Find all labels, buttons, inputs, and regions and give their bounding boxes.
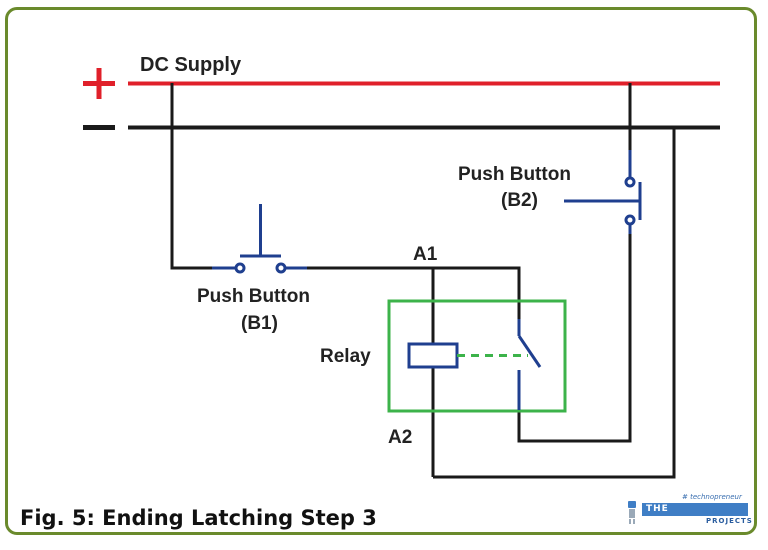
b1-name-label: Push Button	[197, 286, 310, 307]
plus-symbol	[83, 68, 115, 99]
dc-supply-label: DC Supply	[140, 54, 242, 76]
wires	[170, 83, 676, 479]
logo-subtitle: PROJECTS	[706, 517, 753, 525]
figure-frame	[5, 7, 757, 535]
a2-label: A2	[388, 427, 412, 448]
relay-label: Relay	[320, 346, 371, 367]
b1-id-label: (B1)	[241, 313, 278, 334]
relay-coil	[407, 342, 459, 369]
b2-id-label: (B2)	[501, 190, 538, 211]
push-button-b2	[564, 150, 642, 234]
logo-tagline: # technopreneur	[682, 493, 742, 501]
push-button-b1	[212, 204, 307, 274]
logo-name: THE ENGINEERING	[642, 503, 748, 527]
relay	[387, 299, 567, 413]
minus-symbol	[83, 125, 115, 130]
figure-caption: Fig. 5: Ending Latching Step 3	[20, 506, 377, 530]
robot-icon	[628, 501, 636, 524]
relay-box	[387, 299, 567, 413]
a1-label: A1	[413, 244, 438, 265]
b2-name-label: Push Button	[458, 164, 571, 185]
engineering-projects-logo: # technopreneur THE ENGINEERING PROJECTS	[622, 493, 752, 531]
relay-contact	[517, 319, 542, 410]
